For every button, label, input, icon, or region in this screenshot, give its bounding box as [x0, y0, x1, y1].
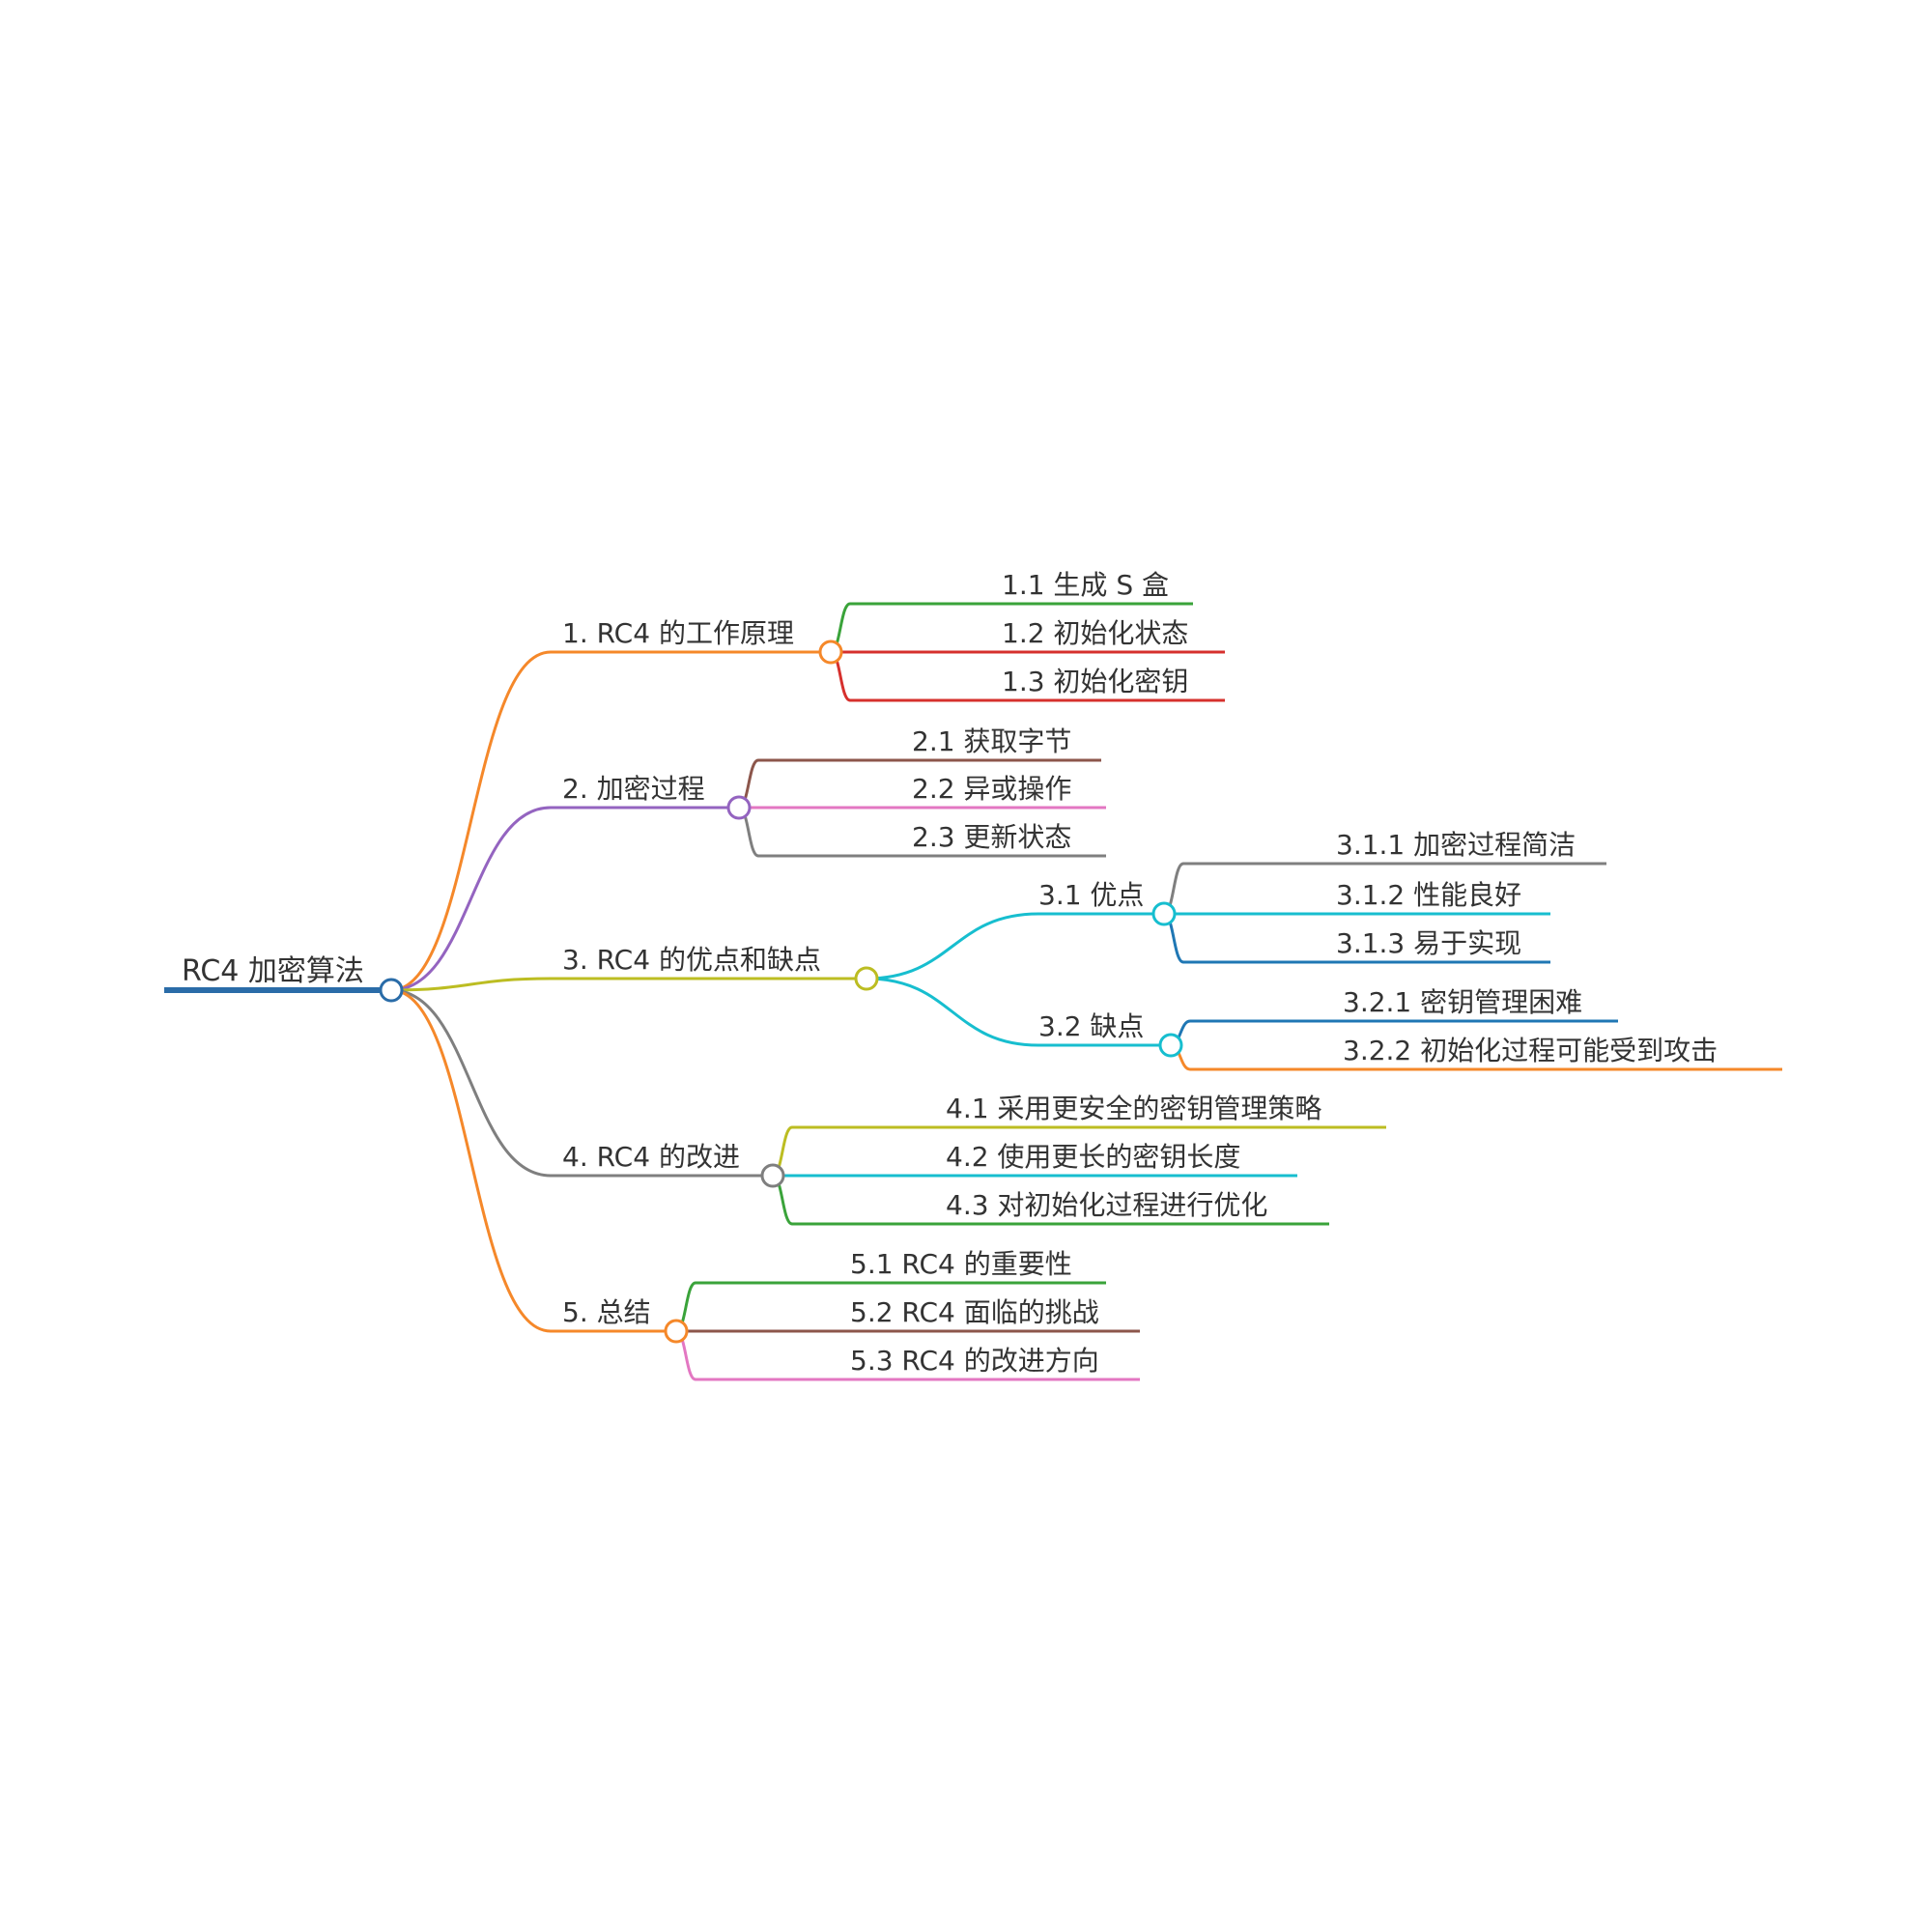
edge-root-branch-1	[390, 650, 552, 992]
branch-2-node-circle[interactable]	[726, 795, 752, 820]
branch-3-child-1-label: 3.1 优点	[1038, 879, 1144, 911]
branch-1-label: 1. RC4 的工作原理	[562, 617, 794, 649]
branch-4-label: 4. RC4 的改进	[562, 1141, 740, 1173]
branch-1-child-3-label: 1.3 初始化密钥	[1002, 666, 1188, 697]
branch-3-child-2-label: 3.2 缺点	[1038, 1010, 1144, 1042]
branch-3-1-leaf-2-label: 3.1.2 性能良好	[1336, 879, 1521, 911]
root-node-label: RC4 加密算法	[182, 954, 364, 988]
branch-2-child-2-label: 2.2 异或操作	[912, 773, 1071, 805]
branch-3-1-leaf-3-label: 3.1.3 易于实现	[1336, 927, 1521, 959]
branch-3-node-circle[interactable]	[854, 966, 879, 991]
edge-root-branch-5	[390, 988, 552, 1333]
branch-5-child-1-label: 5.1 RC4 的重要性	[850, 1248, 1072, 1280]
branch-5-node-circle[interactable]	[664, 1319, 689, 1344]
edge-branch-3-child-1	[866, 912, 1039, 980]
branch-5-child-3-label: 5.3 RC4 的改进方向	[850, 1345, 1099, 1377]
branch-2-child-3-label: 2.3 更新状态	[912, 821, 1071, 853]
branch-3-2-leaf-2-label: 3.2.2 初始化过程可能受到攻击	[1343, 1035, 1718, 1066]
branch-1-node-circle[interactable]	[818, 639, 843, 665]
underlines-layer	[164, 602, 1782, 1381]
branch-3-child-1-node-circle[interactable]	[1151, 901, 1177, 926]
edge-root-branch-2	[390, 806, 552, 992]
nodes-layer	[379, 639, 1183, 1344]
branch-4-child-3-label: 4.3 对初始化过程进行优化	[946, 1189, 1267, 1221]
branch-4-child-2-label: 4.2 使用更长的密钥长度	[946, 1141, 1240, 1173]
branch-1-child-2-label: 1.2 初始化状态	[1002, 617, 1188, 649]
root-node-circle[interactable]	[379, 978, 404, 1003]
branch-3-2-leaf-1-label: 3.2.1 密钥管理困难	[1343, 986, 1582, 1018]
branch-1-child-1-label: 1.1 生成 S 盒	[1002, 569, 1169, 601]
branch-2-label: 2. 加密过程	[562, 773, 705, 805]
branch-4-child-1-label: 4.1 采用更安全的密钥管理策略	[946, 1093, 1321, 1124]
branch-3-1-leaf-1-label: 3.1.1 加密过程简洁	[1336, 829, 1576, 861]
edge-root-branch-4	[390, 988, 552, 1178]
branch-5-label: 5. 总结	[562, 1296, 651, 1328]
edge-root-branch-3	[390, 977, 552, 992]
branch-5-child-2-label: 5.2 RC4 面临的挑战	[850, 1296, 1099, 1328]
labels-layer: RC4 加密算法 1. RC4 的工作原理 1.1 生成 S 盒 1.2 初始化状态 1…	[182, 569, 1718, 1377]
branch-2-child-1-label: 2.1 获取字节	[912, 725, 1071, 757]
branch-3-child-2-node-circle[interactable]	[1158, 1033, 1183, 1058]
branch-4-node-circle[interactable]	[760, 1163, 785, 1188]
edge-branch-3-child-2	[866, 977, 1039, 1047]
branch-3-label: 3. RC4 的优点和缺点	[562, 944, 821, 976]
